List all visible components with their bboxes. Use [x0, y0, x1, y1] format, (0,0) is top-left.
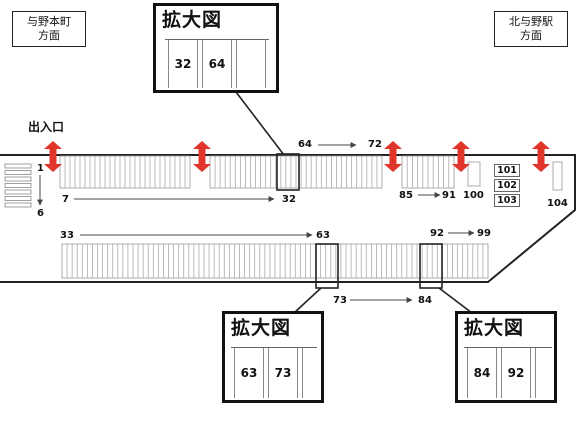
entrance-arrow-2	[193, 141, 211, 172]
zoom-stall	[535, 348, 550, 398]
label-99: 99	[477, 228, 491, 239]
zoom-marker-bottom-right	[419, 243, 443, 289]
zoom-title: 拡大図	[231, 317, 292, 339]
direction-right-line1: 北与野駅	[509, 15, 553, 28]
label-91: 91	[442, 190, 456, 201]
zoom-connector-bottom-left	[293, 287, 322, 314]
label-32: 32	[282, 194, 296, 205]
platform-bottom-edge	[0, 160, 576, 283]
entrance-arrow-4	[452, 141, 470, 172]
zoom-stall-grid: 63 73	[231, 347, 317, 400]
direction-yono-honmachi: 与野本町 方面	[12, 11, 86, 47]
zoom-box-bottom-right: 拡大図 84 92	[455, 311, 557, 403]
label-104: 104	[547, 198, 568, 209]
entrance-arrow-1	[44, 141, 62, 172]
zoom-stall: 84	[467, 348, 497, 398]
label-7: 7	[62, 194, 69, 205]
zoom-stall: 92	[501, 348, 531, 398]
direction-kitayono-station: 北与野駅 方面	[494, 11, 568, 47]
zoom-stall: 63	[234, 348, 264, 398]
stall-104-frame	[552, 161, 563, 191]
zoom-marker-top	[276, 153, 300, 191]
entrance-label: 出入口	[28, 120, 65, 134]
stairs-step	[4, 183, 32, 188]
label-85: 85	[399, 190, 413, 201]
entrance-arrow-3	[384, 141, 402, 172]
zoom-stall: 64	[202, 40, 232, 88]
label-64: 64	[298, 139, 312, 150]
zoom-marker-bottom-left	[315, 243, 339, 289]
label-63: 63	[316, 230, 330, 241]
label-73: 73	[333, 295, 347, 306]
label-6: 6	[37, 208, 44, 219]
label-72: 72	[368, 139, 382, 150]
stairs-step	[4, 170, 32, 175]
zoom-stall-grid: 32 64	[165, 39, 269, 90]
zoom-stall: 32	[168, 40, 198, 88]
zoom-stall	[302, 348, 317, 398]
zoom-box-bottom-left: 拡大図 63 73	[222, 311, 324, 403]
label-1: 1	[37, 163, 44, 174]
direction-right-line2: 方面	[520, 29, 542, 42]
label-84: 84	[418, 295, 432, 306]
platform-top-edge	[0, 154, 576, 162]
slot-102: 102	[494, 179, 520, 192]
stairs-step	[4, 176, 32, 182]
direction-left-line1: 与野本町	[27, 15, 71, 28]
slot-103: 103	[494, 194, 520, 207]
zoom-box-top: 拡大図 32 64	[153, 3, 279, 93]
zoom-stall	[236, 40, 266, 88]
direction-left-line2: 方面	[38, 29, 60, 42]
zoom-title: 拡大図	[162, 9, 223, 31]
zoom-connector-top	[235, 91, 285, 156]
stairs-step	[4, 189, 32, 195]
stairs-step	[4, 196, 32, 201]
stairs-step	[4, 163, 32, 169]
entrance-arrow-5	[532, 141, 550, 172]
stall-100-frame	[467, 161, 481, 187]
stairs-step	[4, 202, 32, 208]
zoom-stall: 73	[268, 348, 298, 398]
zoom-connector-bottom-right	[438, 287, 473, 314]
zoom-stall-grid: 84 92	[464, 347, 552, 400]
slot-101: 101	[494, 164, 520, 177]
label-100: 100	[463, 190, 484, 201]
zoom-title: 拡大図	[464, 317, 525, 339]
label-92: 92	[430, 228, 444, 239]
label-33: 33	[60, 230, 74, 241]
